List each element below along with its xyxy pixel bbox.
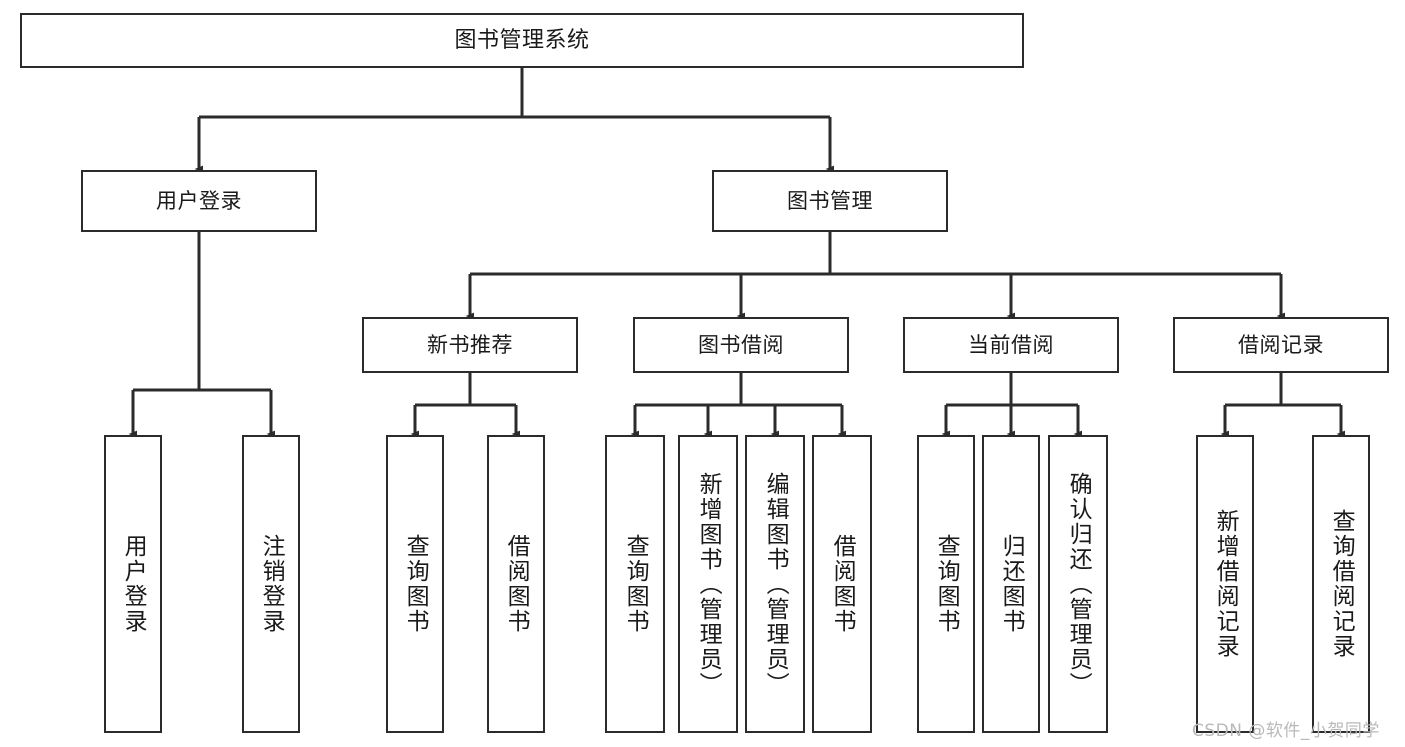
node-leaf-nb-query[interactable]: 查询图书 [386,435,444,733]
watermark-text: CSDN @软件_小贺同学 [1192,721,1380,741]
node-label: 当前借阅 [968,332,1054,357]
node-leaf-bw-add[interactable]: 新增图书（管理员） [678,435,738,733]
node-bookmgmt[interactable]: 图书管理 [712,170,948,232]
node-leaf-user-login[interactable]: 用户登录 [104,435,162,733]
node-newbook[interactable]: 新书推荐 [362,317,578,373]
node-label: 用户登录 [120,534,147,634]
node-label: 编辑图书（管理员） [762,471,789,697]
node-label: 查询借阅记录 [1328,509,1355,659]
node-current[interactable]: 当前借阅 [903,317,1119,373]
node-leaf-nb-borrow[interactable]: 借阅图书 [487,435,545,733]
node-label: 新书推荐 [427,332,513,357]
node-leaf-cur-query[interactable]: 查询图书 [917,435,975,733]
node-leaf-user-logout[interactable]: 注销登录 [242,435,300,733]
node-login[interactable]: 用户登录 [81,170,317,232]
node-label: 确认归还（管理员） [1065,471,1092,697]
node-records[interactable]: 借阅记录 [1173,317,1389,373]
node-leaf-bw-borrow[interactable]: 借阅图书 [812,435,872,733]
edge-group [128,68,1346,438]
node-label: 新增图书（管理员） [695,471,722,697]
node-label: 借阅图书 [829,534,856,634]
node-label: 查询图书 [402,534,429,634]
node-label: 用户登录 [156,188,242,213]
node-leaf-bw-edit[interactable]: 编辑图书（管理员） [745,435,805,733]
node-label: 新增借阅记录 [1212,509,1239,659]
node-borrow[interactable]: 图书借阅 [633,317,849,373]
node-leaf-cur-confirm[interactable]: 确认归还（管理员） [1048,435,1108,733]
node-label: 借阅记录 [1238,332,1324,357]
node-label: 借阅图书 [503,534,530,634]
node-label: 查询图书 [622,534,649,634]
node-leaf-bw-query[interactable]: 查询图书 [605,435,665,733]
node-leaf-cur-return[interactable]: 归还图书 [982,435,1040,733]
node-leaf-rec-add[interactable]: 新增借阅记录 [1196,435,1254,733]
node-label: 图书管理系统 [454,27,590,53]
node-label: 图书管理 [787,188,873,213]
node-label: 归还图书 [998,534,1025,634]
node-label: 注销登录 [258,534,285,634]
node-label: 查询图书 [933,534,960,634]
node-root[interactable]: 图书管理系统 [20,13,1024,68]
node-leaf-rec-query[interactable]: 查询借阅记录 [1312,435,1370,733]
node-label: 图书借阅 [698,332,784,357]
